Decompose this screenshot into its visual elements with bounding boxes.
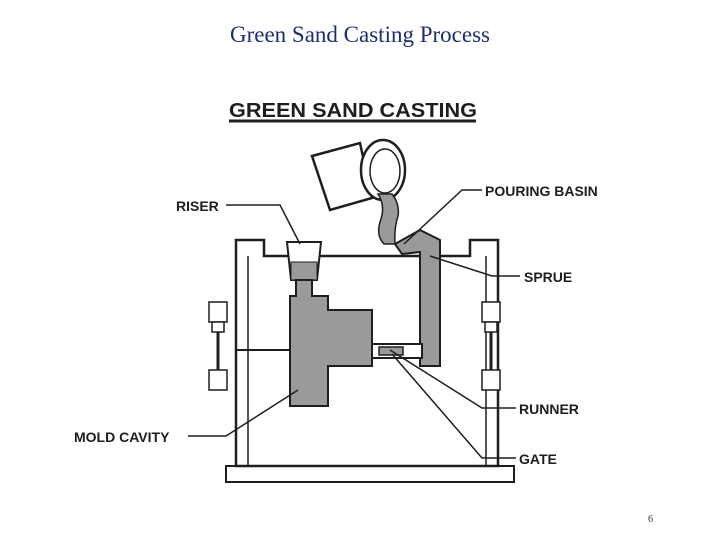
label-runner: RUNNER: [519, 401, 579, 417]
page-number: 6: [648, 514, 653, 525]
label-mold-cavity: MOLD CAVITY: [74, 429, 170, 445]
mold-cavity: [289, 279, 373, 407]
mold-cavity-leader: [188, 389, 299, 437]
pouring-stream: [376, 193, 400, 245]
gate-leader: [391, 353, 516, 459]
sprue: [393, 228, 441, 367]
green-sand-casting-diagram: GREEN SAND CASTING: [74, 100, 598, 483]
slide-title: Green Sand Casting Process: [230, 22, 490, 47]
label-riser: RISER: [176, 198, 219, 214]
flask-clamp-left: [208, 301, 228, 391]
riser-leader: [226, 204, 301, 245]
label-sprue: SPRUE: [524, 269, 572, 285]
runner-leader: [389, 349, 516, 409]
sprue-leader: [429, 255, 520, 277]
label-pouring-basin: POURING BASIN: [485, 183, 598, 199]
flask-clamp-right: [481, 301, 501, 391]
riser-metal: [290, 261, 318, 281]
base-plate: [225, 465, 515, 483]
label-gate: GATE: [519, 451, 557, 467]
diagram-heading: GREEN SAND CASTING: [229, 100, 477, 122]
pouring-basin-leader: [403, 189, 482, 245]
